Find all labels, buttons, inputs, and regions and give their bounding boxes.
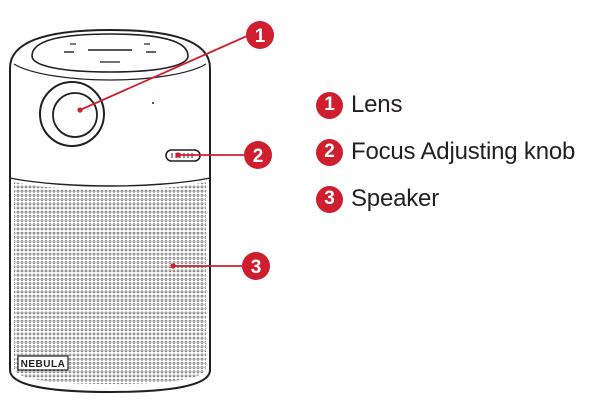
speaker-grille (14, 182, 206, 384)
callout-dot-1 (77, 107, 83, 113)
nebula-logo: NEBULA (17, 355, 69, 371)
callout-badge-1: 1 (246, 21, 274, 49)
callout-line-1 (79, 35, 248, 111)
projector-body: NEBULA (9, 28, 211, 394)
callout-dot-3 (170, 263, 176, 269)
speaker-top-edge (9, 177, 211, 187)
top-cap (13, 33, 207, 81)
legend-label-speaker: Speaker (351, 185, 439, 212)
legend-badge-2: 2 (316, 138, 343, 166)
svg-text:2: 2 (253, 146, 264, 167)
legend-label-lens: Lens (351, 91, 403, 118)
callout-badge-2: 2 (244, 141, 272, 169)
legend-badge-1: 1 (316, 91, 343, 119)
top-cap-rim (13, 63, 207, 81)
svg-text:NEBULA: NEBULA (21, 359, 66, 370)
legend-badge-3: 3 (316, 185, 343, 213)
legend-item-lens: 1 Lens (316, 90, 575, 120)
legend-item-speaker: 3 Speaker (316, 184, 575, 214)
speaker-section (9, 177, 211, 384)
sensor-dot (152, 102, 154, 104)
callout-badge-3: 3 (242, 252, 270, 280)
lens-glass (52, 92, 98, 138)
callout-dot-2 (175, 152, 181, 158)
legend-item-focus-knob: 2 Focus Adjusting knob (316, 137, 575, 167)
top-cap-lid (31, 33, 189, 73)
legend: 1 Lens 2 Focus Adjusting knob 3 Speaker (316, 90, 575, 231)
legend-label-focus-knob: Focus Adjusting knob (351, 138, 576, 165)
callout-lines (77, 35, 248, 269)
lens (39, 81, 105, 147)
svg-text:1: 1 (255, 26, 266, 47)
svg-text:3: 3 (251, 257, 262, 278)
